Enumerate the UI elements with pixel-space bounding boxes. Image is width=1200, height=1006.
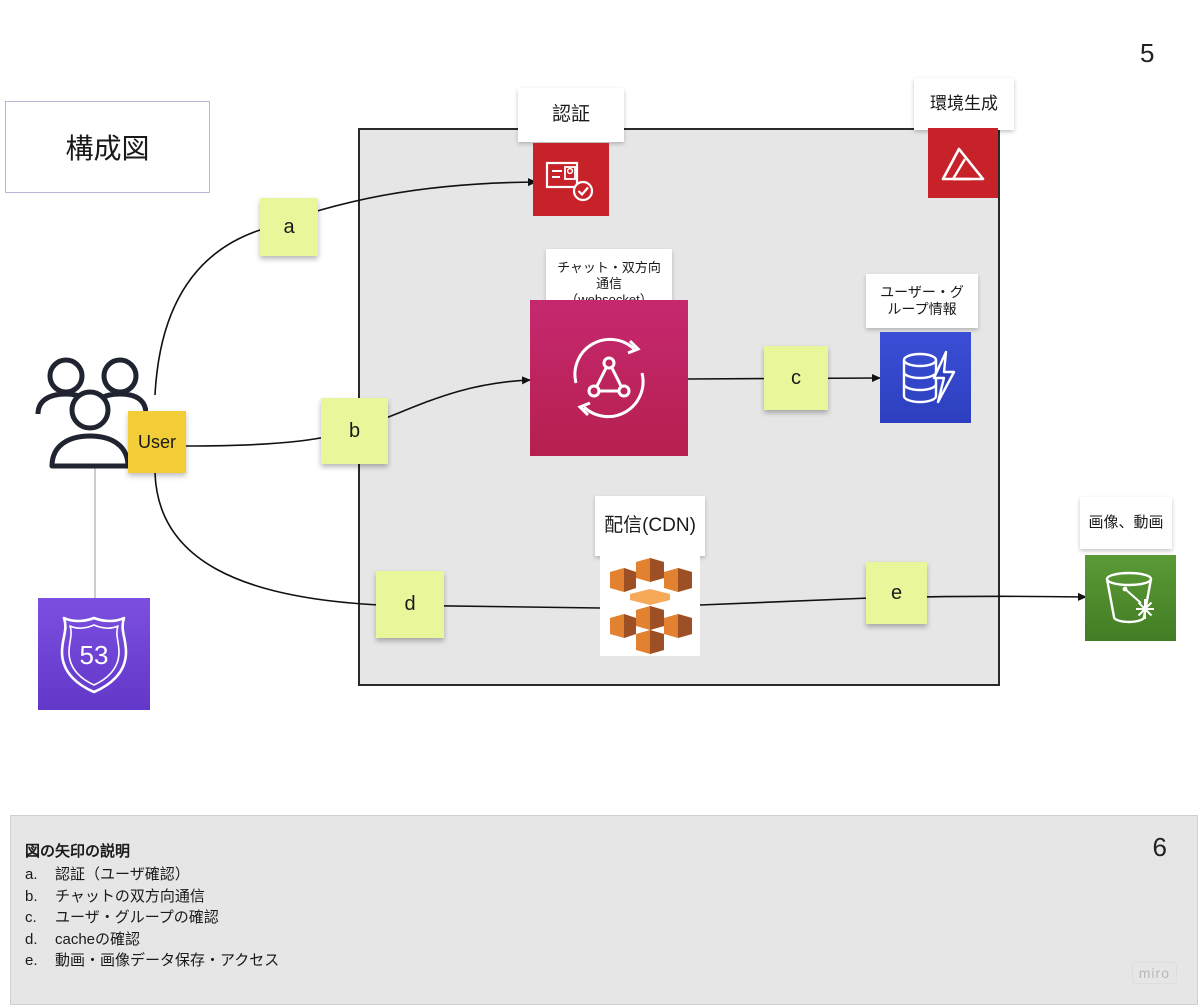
users-group-icon[interactable] [30,352,149,470]
sticky-e[interactable]: e [866,562,927,624]
appsync-icon[interactable] [530,300,688,456]
legend-text: チャットの双方向通信 [55,887,205,905]
legend-text: 認証（ユーザ確認） [55,866,190,883]
diagram-title[interactable]: 構成図 [5,101,210,193]
legend-item: d. cacheの確認 [25,929,279,951]
sticky-c[interactable]: c [764,346,828,410]
legend-item: a. 認証（ユーザ確認） [25,864,279,886]
route53-glyph: 53 [60,616,128,694]
connector-a[interactable] [154,178,537,396]
sticky-b[interactable]: b [321,398,388,464]
cloudfront-glyph [610,558,692,654]
sticky-d[interactable]: d [376,571,444,638]
s3-glacier-glyph [1105,571,1154,624]
dynamodb-icon[interactable] [880,332,971,423]
legend-title: 図の矢印の説明 [25,843,131,860]
legend-item: e. 動画・画像データ保存・アクセス [25,950,279,972]
label-env[interactable]: 環境生成 [914,78,1014,130]
legend-frame[interactable]: 図の矢印の説明 a. 認証（ユーザ確認） b. チャットの双方向通信 c. ユー… [10,815,1198,1005]
legend-key: c. [25,909,37,926]
legend-item: b. チャットの双方向通信 [25,886,279,908]
label-user-group[interactable]: ユーザー・グループ情報 [866,274,978,328]
label-media[interactable]: 画像、動画 [1080,497,1172,549]
label-auth[interactable]: 認証 [518,88,624,142]
legend-text: cacheの確認 [55,930,141,948]
label-cdn[interactable]: 配信(CDN) [595,496,705,556]
legend-key: e. [25,952,38,969]
cognito-glyph [545,161,594,201]
legend-item: c. ユーザ・グループの確認 [25,907,279,929]
legend-key: d. [25,930,38,948]
sticky-a[interactable]: a [260,198,318,256]
connector-d[interactable] [154,472,601,609]
users-group-glyph [35,357,149,469]
route53-badge: 53 [80,640,109,670]
route53-icon[interactable]: 53 [38,598,150,710]
frame-number: 6 [1152,832,1167,862]
legend-list: a. 認証（ユーザ確認） b. チャットの双方向通信 c. ユーザ・グループの確… [25,864,279,972]
legend-key: b. [25,887,38,905]
legend-text: ユーザ・グループの確認 [55,909,219,926]
miro-watermark: miro [1131,962,1177,984]
s3-glacier-icon[interactable] [1085,555,1176,641]
legend-key: a. [25,866,38,883]
sticky-user[interactable]: User [128,411,186,473]
cloudfront-icon[interactable] [600,556,700,656]
legend-text: 動画・画像データ保存・アクセス [55,952,280,969]
dynamodb-glyph [902,350,955,403]
frame-number: 5 [1140,38,1155,68]
appsync-glyph [573,337,645,419]
amplify-icon[interactable] [928,128,998,198]
cognito-icon[interactable] [533,143,609,216]
amplify-glyph [941,147,985,181]
